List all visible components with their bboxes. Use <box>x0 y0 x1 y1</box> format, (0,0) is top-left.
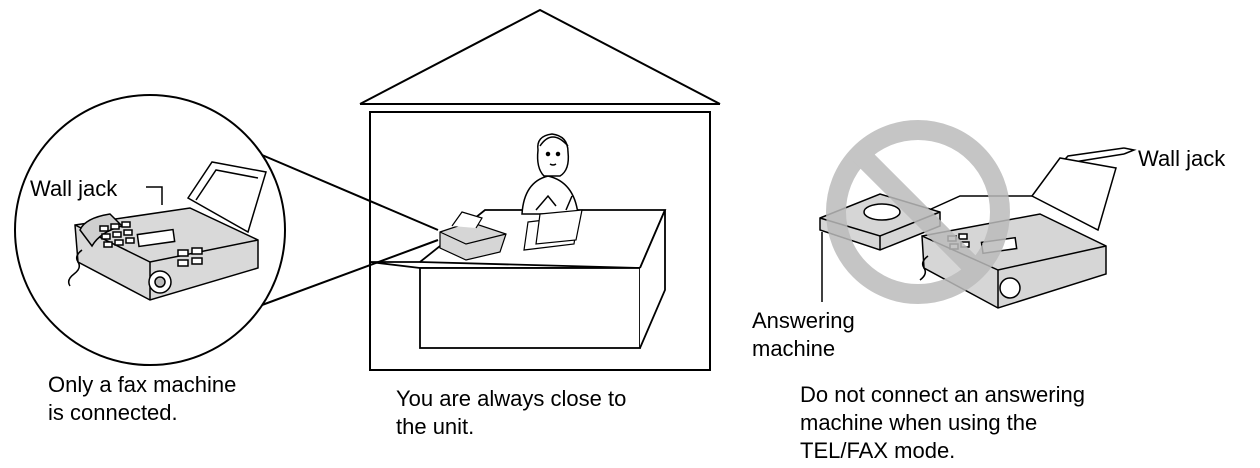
woman-at-desk-icon <box>522 134 578 214</box>
answering-machine-label-line1: Answering <box>752 306 855 335</box>
desk-icon <box>370 210 665 348</box>
wall-jack-leader-right <box>1124 148 1134 154</box>
wall-jack-label-right: Wall jack <box>1138 144 1225 173</box>
answering-machine-label-line2: machine <box>752 334 835 363</box>
right-caption-line3: TEL/FAX mode. <box>800 436 955 465</box>
left-caption-line1: Only a fax machine <box>48 370 236 399</box>
center-caption-line1: You are always close to <box>396 384 626 413</box>
right-caption-line2: machine when using the <box>800 408 1037 437</box>
wall-jack-label-left: Wall jack <box>30 174 117 203</box>
right-caption-line1: Do not connect an answering <box>800 380 1085 409</box>
left-caption-line2: is connected. <box>48 398 178 427</box>
center-caption-line2: the unit. <box>396 412 474 441</box>
zoom-callout-lines <box>262 155 438 305</box>
